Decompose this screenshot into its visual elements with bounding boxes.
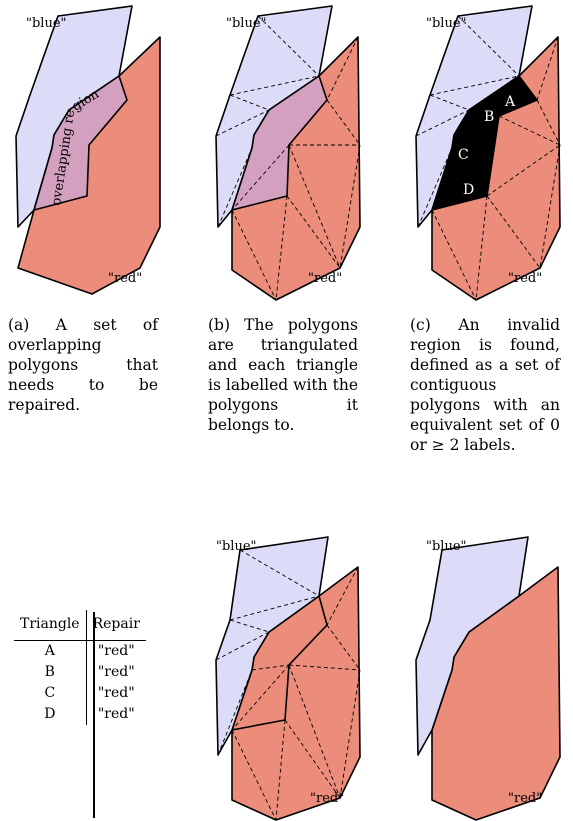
panel-d-triangulation [215,549,361,821]
panel-d-red-label: "red" [310,791,344,806]
panel-c-triangle-c-label: C [458,147,469,163]
panel-b-red-label: "red" [308,271,342,286]
table-cell: D [14,704,87,725]
caption-b: (b) The polygons are triangulated and ea… [208,316,358,434]
panel-c-blue-label: "blue" [426,16,467,31]
panel-c-triangulation [415,15,561,301]
panel-b: "blue" "red" [215,5,361,301]
table-cell: "red" [97,664,135,680]
table-row: A "red" [14,640,146,662]
panel-a-overlap-region [33,75,128,211]
table-cell: "red" [97,706,135,722]
panel-e-blue-polygon [415,536,529,756]
panel-d-original-boundary [231,595,328,731]
table-cell: B [14,662,87,683]
panel-a-red-label: "red" [108,271,142,286]
panel-e-red-label: "red" [508,791,542,806]
table-header-row: Triangle Repair [14,610,146,641]
caption-a: (a) A set of overlapping polygons that n… [8,316,158,414]
table-cell: "red" [97,643,135,659]
panel-a-blue-label: "blue" [26,16,67,31]
table-cell: "red" [97,685,135,701]
panel-d: "blue" "red" [215,536,361,821]
table-row: B "red" [14,662,146,683]
table-divider [93,612,95,818]
table-cell: C [14,683,87,704]
panel-e: "blue" "red" [415,536,561,821]
panel-d-blue-label: "blue" [216,539,257,554]
panel-c-red-label: "red" [508,271,542,286]
panel-b-blue-label: "blue" [226,16,267,31]
caption-c: (c) An invalid region is found, defined … [410,316,560,454]
panel-c-triangle-b-label: B [484,109,494,125]
table-row: C "red" [14,683,146,704]
table-row: D "red" [14,704,146,725]
panel-c-triangle-a-label: A [504,94,516,110]
table-cell: A [14,640,87,662]
panel-b-triangulation [215,15,361,301]
table-header-repair: Repair [92,616,140,632]
panel-c-triangle-d-label: D [463,182,474,198]
panel-e-blue-label: "blue" [426,539,467,554]
repair-table: Triangle Repair A "red" B "red" C "red" … [14,610,146,725]
panel-c: A B C D "blue" "red" [415,5,561,301]
table-header-triangle: Triangle [14,610,87,641]
panel-a: "blue" "red" overlapping region [15,5,161,295]
